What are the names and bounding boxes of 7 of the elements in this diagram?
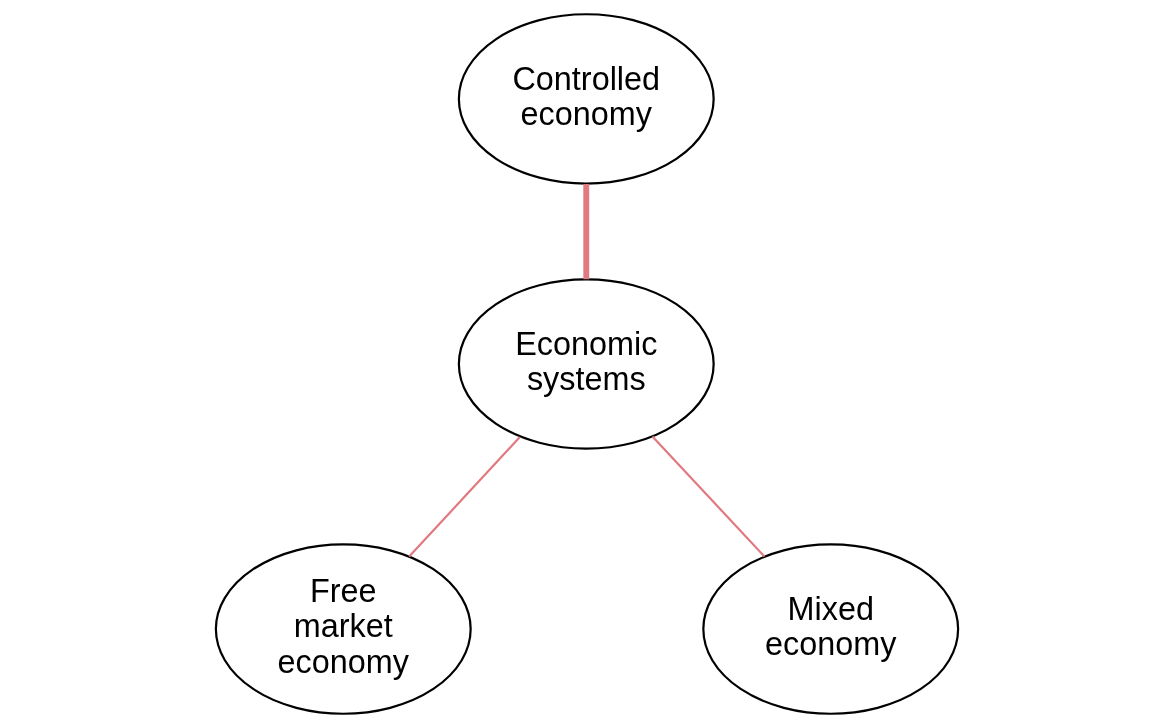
node-ellipse: Free market economy (214, 543, 472, 715)
connector (651, 435, 766, 558)
node-ellipse: Mixed economy (702, 543, 960, 715)
node-ellipse: Economic systems (457, 278, 715, 450)
node-ellipse: Controlled economy (457, 13, 715, 185)
connector (583, 184, 590, 280)
connector (408, 436, 521, 558)
